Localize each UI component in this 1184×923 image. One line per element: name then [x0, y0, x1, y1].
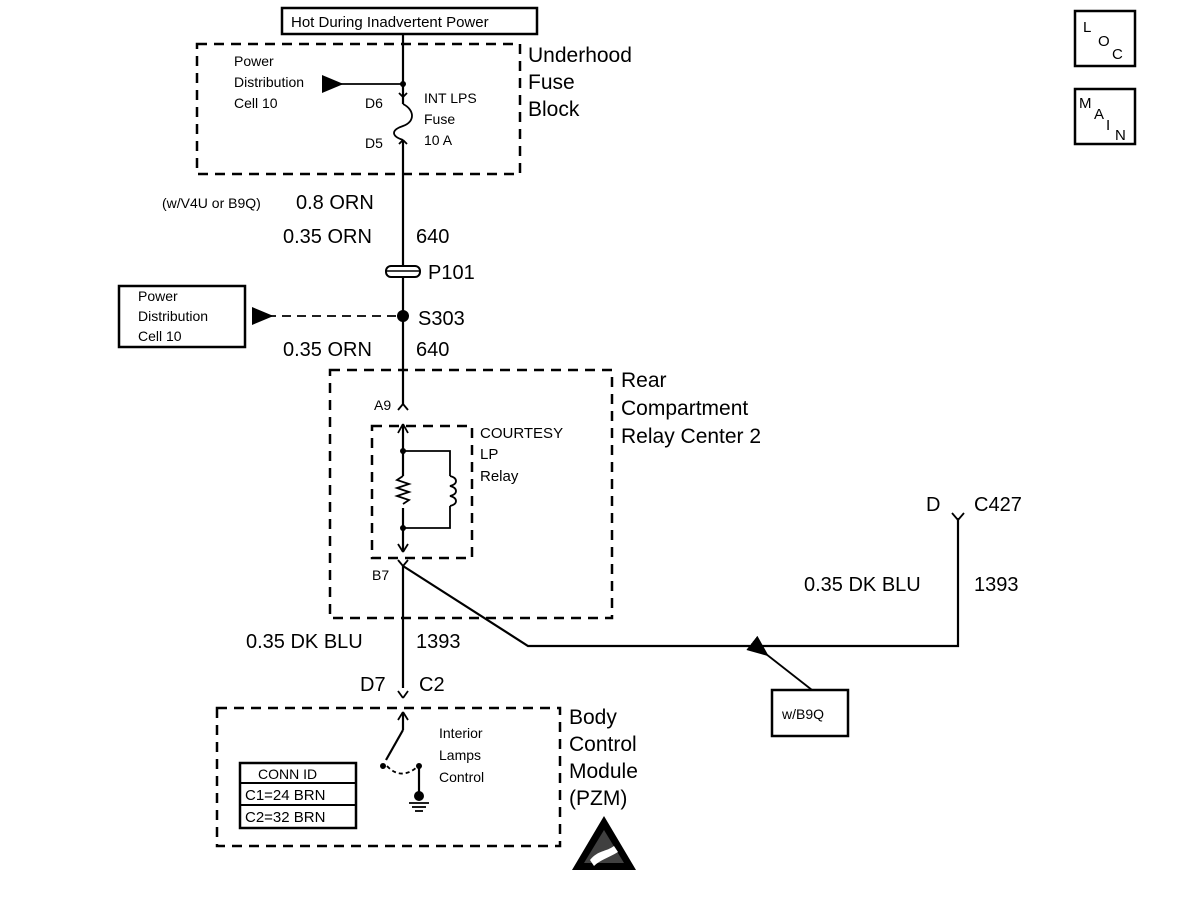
- wire-circuit-1393-left: 1393: [416, 631, 461, 653]
- fuse-label-1: INT LPS: [424, 90, 477, 106]
- bcm-pin-d7: D7: [360, 674, 386, 696]
- power-dist-line-2: Distribution: [138, 308, 208, 324]
- fuse-label-3: 10 A: [424, 132, 453, 148]
- control-label-1: Interior: [439, 725, 483, 741]
- wire-08-orn: 0.8 ORN: [296, 192, 374, 214]
- main-button[interactable]: M A I N: [1073, 87, 1137, 146]
- fuse-power-dist-2: Distribution: [234, 74, 304, 90]
- wire-dkblu-left: 0.35 DK BLU: [246, 631, 363, 653]
- wire-035-orn-2: 0.35 ORN: [283, 339, 372, 361]
- wire-circuit-640-1: 640: [416, 226, 449, 248]
- conn-id-header: CONN ID: [258, 766, 317, 782]
- wire-035-orn-1: 0.35 ORN: [283, 226, 372, 248]
- option-b9q-label: w/B9Q: [781, 706, 824, 722]
- relay-center-title-2: Compartment: [621, 397, 748, 420]
- splice-s303-label: S303: [418, 308, 465, 330]
- control-label-3: Control: [439, 769, 484, 785]
- bcm-title-2: Control: [569, 733, 637, 756]
- c427-label: C427: [974, 494, 1022, 516]
- power-distribution-box: Power Distribution Cell 10: [117, 284, 247, 349]
- c427-pin: D: [926, 494, 940, 516]
- interior-lamps-switch-icon: [380, 711, 422, 796]
- relay-center-title-1: Rear: [621, 369, 667, 392]
- relay-label-3: Relay: [480, 468, 519, 485]
- loc-char-l: L: [1083, 19, 1091, 36]
- esd-warning-icon: [572, 816, 636, 870]
- fuse-block-title-3: Block: [528, 98, 580, 121]
- connector-p101: P101: [385, 262, 475, 284]
- loc-char-o: O: [1098, 33, 1110, 50]
- connector-p101-label: P101: [428, 262, 475, 284]
- source-label: Hot During Inadvertent Power: [291, 14, 489, 31]
- relay-center-title-3: Relay Center 2: [621, 425, 761, 448]
- relay-icon: [394, 423, 457, 553]
- fuse-block-title-2: Fuse: [528, 71, 575, 94]
- bcm-title-4: (PZM): [569, 787, 627, 810]
- fuse-terminal-d6: D6: [365, 95, 383, 111]
- relay-terminal-a9: A9: [374, 397, 391, 413]
- source-label-box: Hot During Inadvertent Power: [280, 6, 539, 36]
- power-dist-line-1: Power: [138, 288, 178, 304]
- conn-id-table: CONN ID C1=24 BRN C2=32 BRN: [238, 761, 358, 830]
- main-char-m: M: [1079, 95, 1092, 112]
- relay-label-2: LP: [480, 446, 498, 463]
- splice-s303: S303: [252, 307, 465, 330]
- fuse-power-dist-3: Cell 10: [234, 95, 278, 111]
- fuse-icon: [393, 92, 413, 145]
- fuse-label-2: Fuse: [424, 111, 455, 127]
- bcm-title-1: Body: [569, 706, 617, 729]
- ground-icon: [409, 791, 429, 812]
- conn-id-row-2: C2=32 BRN: [245, 809, 325, 826]
- control-label-2: Lamps: [439, 747, 481, 763]
- main-char-i: I: [1106, 117, 1110, 134]
- conn-id-row-1: C1=24 BRN: [245, 787, 325, 804]
- bcm-title-3: Module: [569, 760, 638, 783]
- wire-dkblu-right: 0.35 DK BLU: [804, 574, 921, 596]
- fuse-power-dist-1: Power: [234, 53, 274, 69]
- main-char-n: N: [1115, 127, 1126, 144]
- fuse-block-title-1: Underhood: [528, 44, 632, 67]
- relay-terminal-b7: B7: [372, 567, 389, 583]
- wire-option-label: (w/V4U or B9Q): [162, 195, 261, 211]
- rear-relay-center: Rear Compartment Relay Center 2 A9 COURT…: [328, 368, 761, 620]
- body-control-module: Body Control Module (PZM) Interior Lamps…: [215, 706, 638, 848]
- wire-circuit-1393-right: 1393: [974, 574, 1019, 596]
- underhood-fuse-block: Underhood Fuse Block Power Distribution …: [195, 42, 632, 176]
- main-char-a: A: [1094, 106, 1104, 123]
- bcm-connector-c2: C2: [419, 674, 445, 696]
- fuse-terminal-d5: D5: [365, 135, 383, 151]
- loc-button[interactable]: L O C: [1073, 9, 1137, 68]
- wire-circuit-640-2: 640: [416, 339, 449, 361]
- loc-char-c: C: [1112, 46, 1123, 63]
- connector-c427: D C427: [926, 494, 1022, 521]
- option-b9q-box: w/B9Q: [746, 635, 850, 738]
- relay-label-1: COURTESY: [480, 425, 563, 442]
- power-dist-line-3: Cell 10: [138, 328, 182, 344]
